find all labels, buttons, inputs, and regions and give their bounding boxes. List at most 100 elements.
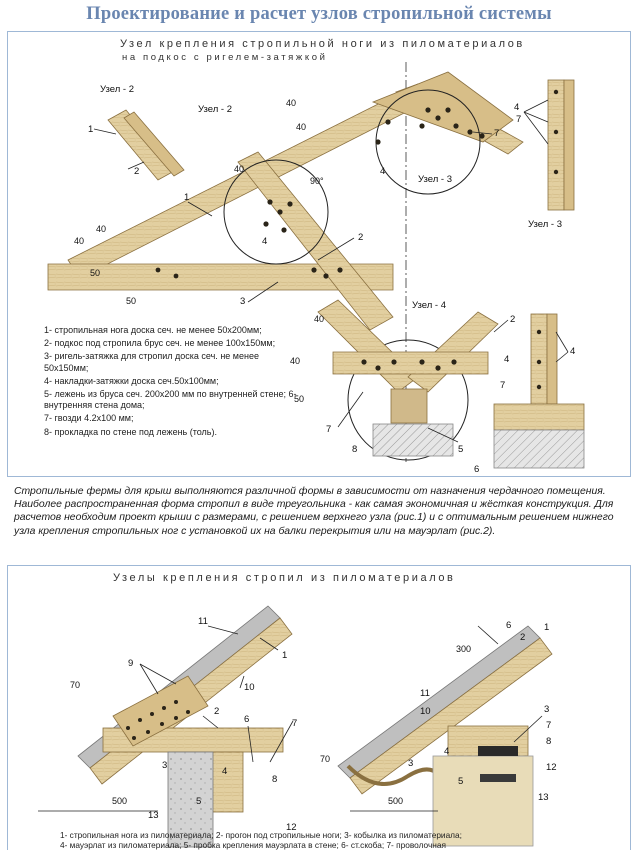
svg-text:4: 4 <box>222 766 227 777</box>
svg-text:5: 5 <box>458 776 463 787</box>
svg-text:8: 8 <box>352 444 357 455</box>
svg-text:2: 2 <box>358 232 363 243</box>
svg-text:7: 7 <box>326 424 331 435</box>
sill-beam <box>390 388 428 424</box>
label-node3-b: Узел - 3 <box>528 219 562 230</box>
svg-text:9: 9 <box>128 658 133 669</box>
svg-text:6: 6 <box>474 464 479 475</box>
svg-text:2: 2 <box>214 706 219 717</box>
legend-item: 1- стропильная нога доска сеч. не менее … <box>44 325 262 335</box>
svg-text:50: 50 <box>294 394 304 404</box>
rafter-right <box>349 637 553 795</box>
rafter-joints-diagram: 70 500 300 70 500 11 1 9 10 2 6 7 3 4 8 … <box>38 605 557 848</box>
svg-text:4: 4 <box>514 102 519 113</box>
svg-text:300: 300 <box>456 644 471 654</box>
svg-text:7: 7 <box>292 718 297 729</box>
label-node3-a: Узел - 3 <box>418 174 452 185</box>
svg-text:13: 13 <box>148 810 159 821</box>
svg-text:1: 1 <box>544 622 549 633</box>
svg-text:1: 1 <box>282 650 287 661</box>
svg-text:2: 2 <box>520 632 525 643</box>
svg-text:40: 40 <box>314 314 324 324</box>
legend-item: 3- ригель-затяжка для стропил доска сеч.… <box>44 351 259 373</box>
node4-detail-post <box>530 313 548 405</box>
svg-text:11: 11 <box>420 688 430 699</box>
svg-text:3: 3 <box>408 758 413 769</box>
bottom-diagram-panel: 70 500 300 70 500 11 1 9 10 2 6 7 3 4 8 … <box>7 565 631 850</box>
svg-text:40: 40 <box>286 98 296 108</box>
top-heading-line2: на подкос с ригелем-затяжкой <box>122 52 328 63</box>
svg-text:40: 40 <box>290 356 300 366</box>
svg-text:40: 40 <box>96 224 106 234</box>
roof-truss-diagram: Узел - 2 Узел - 2 Узел - 3 Узел - 3 Узел… <box>47 62 585 475</box>
legend-item: 5- лежень из бруса сеч. 200х200 мм по вн… <box>44 389 297 411</box>
node3-detail-post <box>547 79 565 211</box>
svg-text:3: 3 <box>240 296 245 307</box>
svg-text:1: 1 <box>88 124 93 135</box>
top-heading-line1: Узел крепления стропильной ноги из пилом… <box>120 38 525 50</box>
svg-text:2: 2 <box>134 166 139 177</box>
svg-text:70: 70 <box>70 680 80 690</box>
svg-text:5: 5 <box>458 444 463 455</box>
node4-tie <box>332 351 489 375</box>
bottom-heading: Узелы крепления стропил из пиломатериало… <box>113 572 456 584</box>
label-node4: Узел - 4 <box>412 300 446 311</box>
label-node2-a: Узел - 2 <box>100 84 134 95</box>
svg-text:90°: 90° <box>310 176 324 186</box>
svg-text:4: 4 <box>504 354 509 365</box>
svg-text:10: 10 <box>420 706 431 717</box>
svg-text:4: 4 <box>262 236 267 247</box>
legend-item: 4- мауэрлат из пиломатериала; 5- пробка … <box>60 840 446 850</box>
svg-text:11: 11 <box>198 616 208 627</box>
node2-circle <box>223 159 329 265</box>
svg-text:40: 40 <box>74 236 84 246</box>
svg-text:12: 12 <box>286 822 297 833</box>
kobylka <box>346 764 440 786</box>
svg-text:7: 7 <box>546 720 551 731</box>
node2-detail-left <box>107 109 177 181</box>
svg-text:8: 8 <box>546 736 551 747</box>
svg-text:2: 2 <box>510 314 515 325</box>
inner-wall <box>372 423 454 457</box>
svg-text:50: 50 <box>126 296 136 306</box>
svg-text:7: 7 <box>494 128 499 139</box>
svg-text:1: 1 <box>184 192 189 203</box>
top-overlay-plate <box>371 71 514 143</box>
overlay-left <box>112 675 209 747</box>
svg-text:70: 70 <box>320 754 330 764</box>
top-legend: 1- стропильная нога доска сеч. не менее … <box>44 325 298 440</box>
node4-circle <box>347 339 469 461</box>
svg-text:10: 10 <box>244 682 255 693</box>
intro-paragraph: Стропильные фермы для крыш выполняются р… <box>14 486 614 537</box>
wall-left <box>167 751 214 848</box>
svg-text:6: 6 <box>506 620 511 631</box>
svg-text:500: 500 <box>388 796 403 806</box>
svg-text:7: 7 <box>516 114 521 125</box>
top-diagram-panel: Узел - 2 Узел - 2 Узел - 3 Узел - 3 Узел… <box>7 31 631 477</box>
bolts <box>155 89 559 390</box>
legend-item: 4- накладки-затяжки доска сеч.50х100мм; <box>44 375 219 386</box>
legend-item: 8- прокладка по стене под лежень (толь). <box>44 426 217 437</box>
page-title: Проектирование и расчет узлов стропильно… <box>86 4 552 24</box>
svg-text:4: 4 <box>380 166 385 177</box>
legend-item: 1- стропильная нога из пиломатериала; 2-… <box>60 830 462 840</box>
svg-text:50: 50 <box>90 268 100 278</box>
bottom-legend: 1- стропильная нога из пиломатериала; 2-… <box>60 830 620 850</box>
legend-item: 2- подкос под стропила брус сеч. не мене… <box>44 338 276 349</box>
svg-text:4: 4 <box>570 346 575 357</box>
svg-text:5: 5 <box>196 796 201 807</box>
wall-right <box>432 755 534 847</box>
svg-text:13: 13 <box>538 792 549 803</box>
svg-text:8: 8 <box>272 774 277 785</box>
svg-text:3: 3 <box>544 704 549 715</box>
svg-text:3: 3 <box>162 760 167 771</box>
svg-text:500: 500 <box>112 796 127 806</box>
svg-text:40: 40 <box>234 164 244 174</box>
label-node2-b: Узел - 2 <box>198 104 232 115</box>
svg-text:12: 12 <box>546 762 557 773</box>
svg-text:40: 40 <box>296 122 306 132</box>
svg-text:6: 6 <box>244 714 249 725</box>
svg-text:4: 4 <box>444 746 449 757</box>
legend-item: 7- гвозди 4.2х100 мм; <box>44 413 134 424</box>
svg-text:7: 7 <box>500 380 505 391</box>
